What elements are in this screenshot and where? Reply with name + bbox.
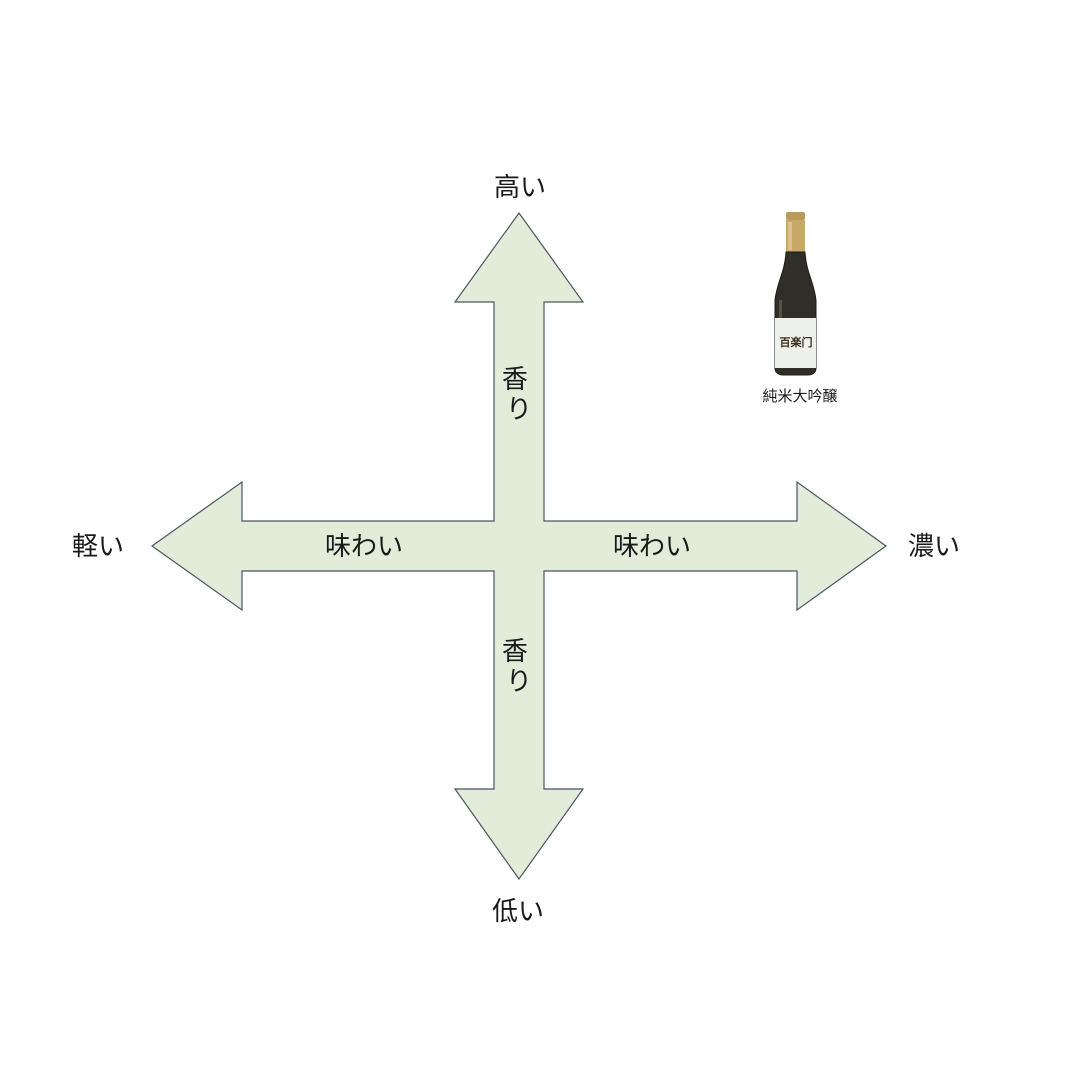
aroma-axis-label-top: 香 り [502,365,536,425]
top-end-label: 高い [494,173,546,203]
taste-axis-label-left: 味わい [325,532,403,562]
aroma-char-2: り [506,395,532,425]
aroma-char-2: り [506,667,532,697]
bottom-end-label: 低い [492,897,544,927]
product-label: 純米大吟醸 [762,387,837,405]
right-end-label: 濃い [908,532,960,562]
bottle-label-text: 百楽门 [780,335,813,349]
aroma-char-1: 香 [502,637,528,667]
four-way-arrow-shape [150,211,888,881]
aroma-char-1: 香 [502,365,528,395]
aroma-axis-label-bottom: 香 り [502,637,536,697]
left-end-label: 軽い [72,532,124,562]
taste-axis-label-right: 味わい [613,532,691,562]
sake-bottle-icon: 百楽门 [774,212,817,376]
